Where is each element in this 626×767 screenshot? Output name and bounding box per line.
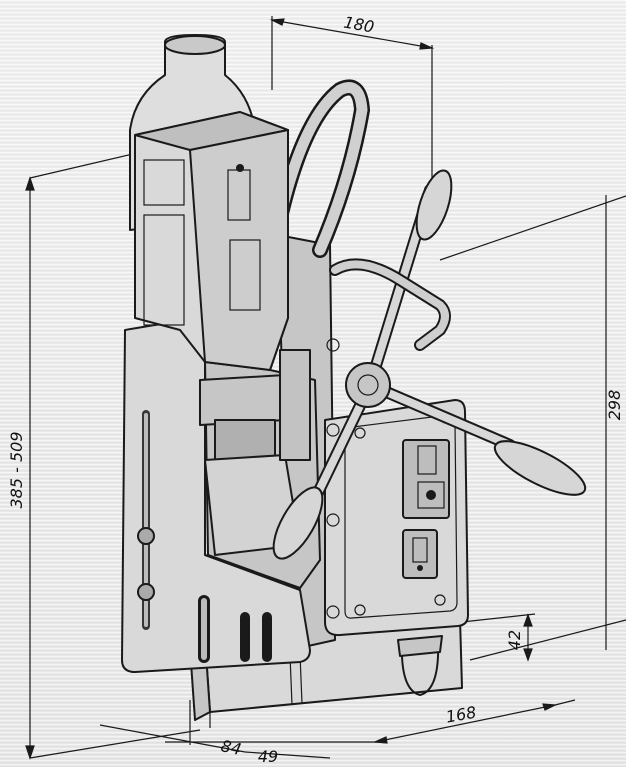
magnet-switch — [402, 529, 438, 579]
motor-switch-icon — [417, 445, 437, 475]
dim-reach: 298 — [605, 390, 624, 421]
feed-hub — [345, 362, 391, 408]
motor — [129, 34, 311, 556]
dim-base-length: 168 — [444, 703, 477, 727]
dimension-labels: 180 385 - 509 298 42 168 84 49 — [7, 13, 624, 766]
lift-handle-mount — [397, 635, 443, 657]
control-panel — [402, 439, 450, 519]
dim-height-range: 385 - 509 — [7, 431, 26, 508]
feed-handle-grip-left[interactable] — [264, 480, 332, 565]
dimension-lines — [25, 16, 626, 760]
base-lift-handle — [400, 639, 440, 696]
feed-handles[interactable] — [264, 166, 592, 565]
feed-handle-grip-right[interactable] — [488, 431, 592, 505]
dim-base-offset: 49 — [258, 747, 278, 766]
power-indicator-icon — [426, 490, 436, 500]
dim-base-height: 42 — [505, 630, 524, 650]
dim-base-inner-width: 84 — [219, 736, 243, 759]
feed-handle-grip-top[interactable] — [410, 166, 459, 243]
